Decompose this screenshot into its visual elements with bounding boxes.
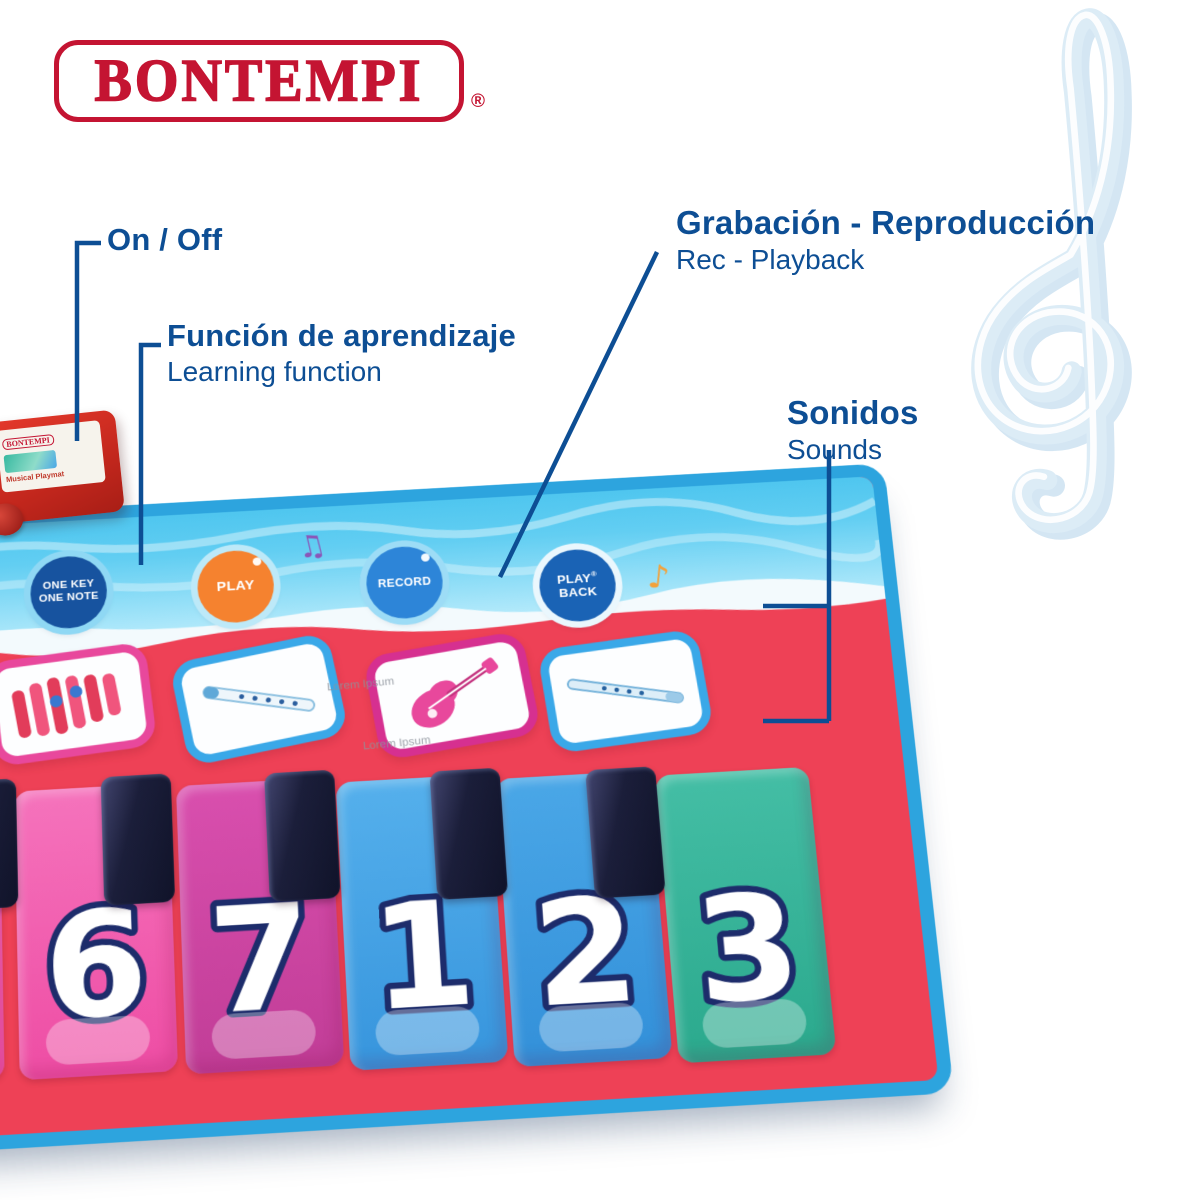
black-key xyxy=(585,766,666,899)
piano-key-6: 6 xyxy=(14,782,179,1081)
black-key xyxy=(0,778,19,911)
sounds-title: Sonidos xyxy=(787,394,919,431)
flute-sound-panel xyxy=(536,628,715,755)
black-key xyxy=(100,773,176,906)
recording-title: Grabación - Reproducción xyxy=(676,204,1096,241)
piano-key-3: 3 xyxy=(654,766,837,1064)
svg-text:7: 7 xyxy=(206,874,317,1048)
black-key xyxy=(429,767,509,900)
svg-text:3: 3 xyxy=(689,863,807,1037)
orange-music-note-icon: ♪ xyxy=(645,558,672,598)
piano-playmat: ONE KEY ONE NOTE PLAY RECORD PLAY® BACK … xyxy=(0,463,954,1155)
sounds-annotation: Sonidos Sounds xyxy=(787,394,919,466)
device-brand-text: BONTEMPI xyxy=(1,434,55,451)
recording-annotation: Grabación - Reproducción Rec - Playback xyxy=(676,204,1095,276)
power-control-device: BONTEMPI Musical Playmat xyxy=(0,409,125,538)
treble-clef-watermark xyxy=(971,8,1132,540)
device-label: BONTEMPI Musical Playmat xyxy=(0,420,106,493)
bontempi-logo-text: BONTEMPI xyxy=(94,47,424,116)
bontempi-logo: BONTEMPI ® xyxy=(54,40,485,122)
play-back-label-line2: BACK xyxy=(558,584,598,601)
svg-text:6: 6 xyxy=(42,880,150,1055)
one-key-label-line2: ONE NOTE xyxy=(38,590,99,605)
flute-icon xyxy=(556,646,694,736)
learning-annotation: Función de aprendizaje Learning function xyxy=(167,318,516,388)
learning-title: Función de aprendizaje xyxy=(167,318,516,353)
record-label: RECORD xyxy=(377,574,432,590)
sounds-subtitle: Sounds xyxy=(787,434,882,465)
registered-mark: ® xyxy=(471,91,485,112)
guitar-icon xyxy=(403,656,500,736)
learning-subtitle: Learning function xyxy=(167,356,382,387)
play-label: PLAY xyxy=(216,577,255,595)
xylophone-icon xyxy=(10,672,122,739)
recorder-sound-panel xyxy=(168,631,350,768)
piano-key-1: 1 xyxy=(335,773,509,1071)
black-key xyxy=(264,769,341,902)
recorder-icon xyxy=(189,650,329,748)
piano-key-2: 2 xyxy=(495,770,673,1068)
recording-subtitle: Rec - Playback xyxy=(676,244,865,275)
key-number: 3 xyxy=(683,857,814,1043)
xylophone-sound-panel xyxy=(0,641,158,768)
on-off-label: On / Off xyxy=(107,222,223,257)
play-back-registered: ® xyxy=(590,569,598,579)
guitar-sound-panel xyxy=(362,630,542,762)
